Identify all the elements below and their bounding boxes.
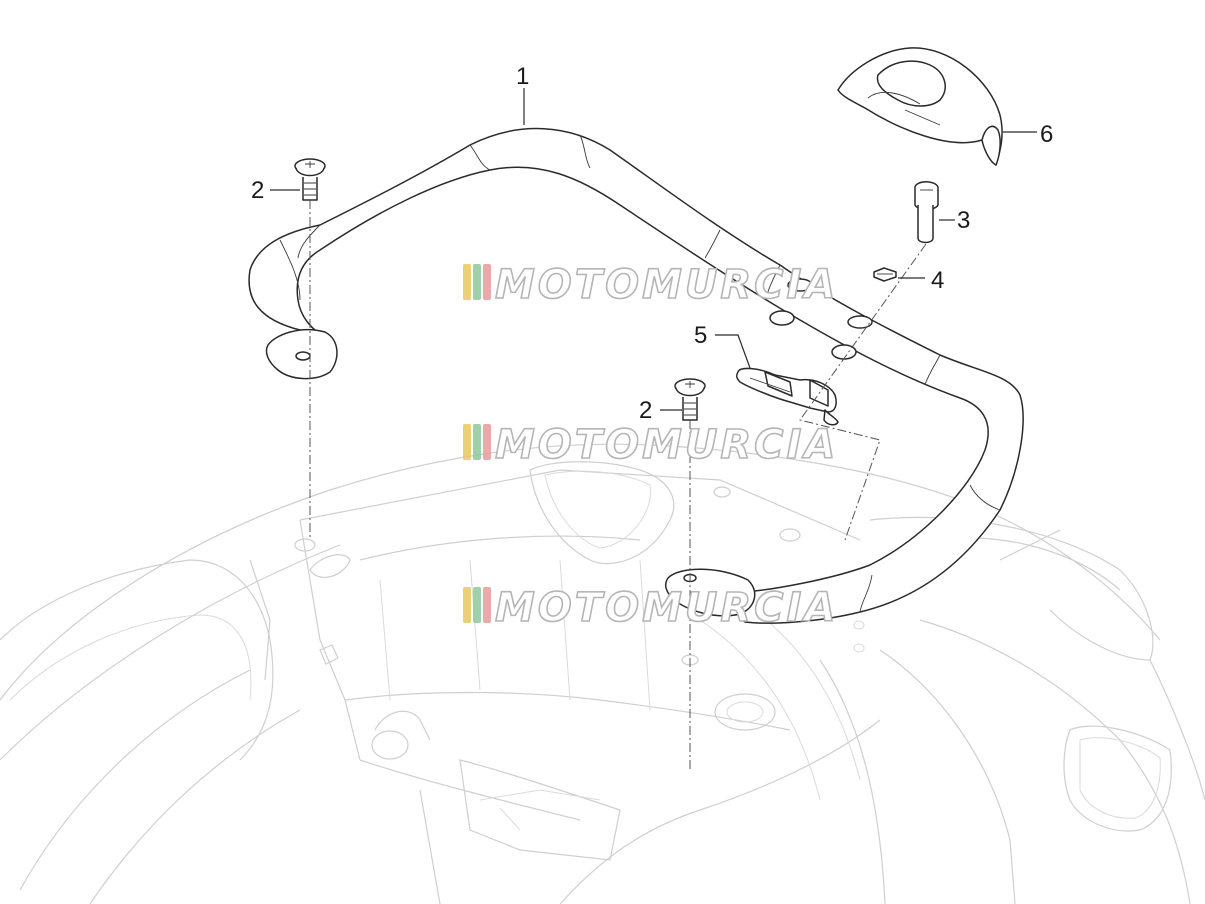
watermark-stripe bbox=[473, 424, 481, 460]
watermark-stripe bbox=[473, 587, 481, 623]
callout-4: 4 bbox=[931, 267, 944, 294]
watermark-stripe bbox=[483, 424, 491, 460]
screw-part-upper bbox=[294, 158, 326, 201]
callout-labels: 1 2 2 3 4 5 6 bbox=[251, 63, 1053, 424]
watermark-text: MOTOMURCIA bbox=[495, 585, 838, 631]
watermark-bottom: MOTOMURCIA bbox=[463, 584, 838, 632]
callout-2-upper: 2 bbox=[251, 177, 264, 204]
callout-2-lower: 2 bbox=[639, 397, 652, 424]
watermark-stripe bbox=[483, 264, 491, 300]
scooter-body-background bbox=[0, 443, 1205, 904]
nut-clip-part bbox=[873, 267, 897, 282]
watermark-stripe bbox=[463, 587, 471, 623]
grab-rail-part bbox=[248, 127, 1024, 624]
watermark-middle: MOTOMURCIA bbox=[463, 421, 838, 469]
screw-part-lower bbox=[674, 378, 706, 421]
watermark-stripe bbox=[463, 424, 471, 460]
callout-6: 6 bbox=[1040, 121, 1053, 148]
bolt-part bbox=[914, 181, 939, 244]
callout-3: 3 bbox=[957, 207, 970, 234]
watermark-text: MOTOMURCIA bbox=[495, 262, 838, 308]
watermark-top: MOTOMURCIA bbox=[463, 261, 838, 309]
callout-5: 5 bbox=[694, 322, 707, 349]
watermark-stripe bbox=[483, 587, 491, 623]
watermark-text: MOTOMURCIA bbox=[495, 422, 838, 468]
watermark-stripe bbox=[473, 264, 481, 300]
callout-leaders bbox=[270, 88, 1037, 411]
callout-1: 1 bbox=[516, 63, 529, 90]
cover-part bbox=[837, 47, 1003, 166]
watermark-stripe bbox=[463, 264, 471, 300]
assembly-lines bbox=[309, 200, 927, 770]
bracket-part bbox=[735, 367, 839, 426]
